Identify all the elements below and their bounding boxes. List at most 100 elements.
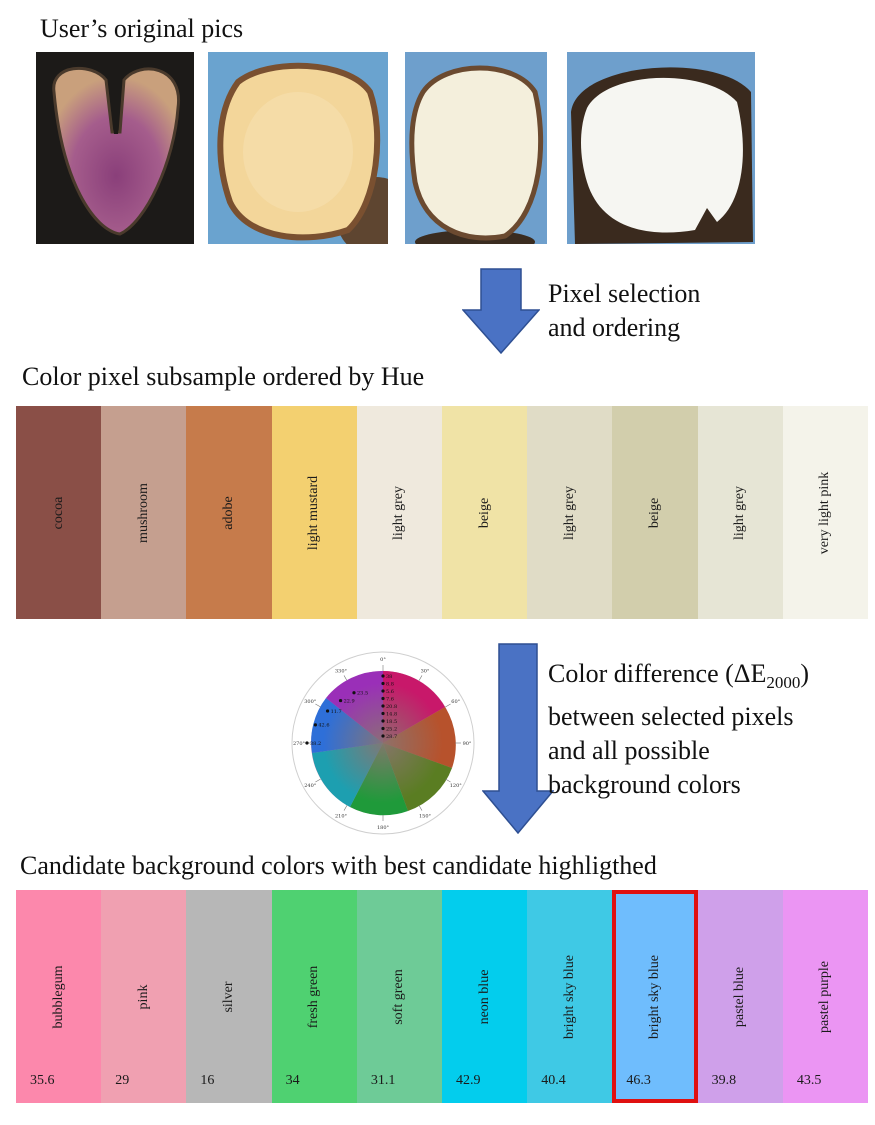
wheel-point-value: 42.6 <box>318 723 329 729</box>
subsample-swatch: light grey <box>527 406 613 619</box>
subsample-swatch: adobe <box>186 406 272 619</box>
wheel-angle-label: 180° <box>377 825 390 831</box>
wheel-point <box>381 674 385 678</box>
difference-step-line3: and all possible <box>548 736 710 766</box>
wheel-point-value: 28.7 <box>386 734 397 740</box>
swatch-label: fresh green <box>306 965 322 1028</box>
swatch-score: 29 <box>115 1073 130 1088</box>
wheel-angle-label: 30° <box>421 668 430 674</box>
original-pics-heading: User’s original pics <box>40 14 244 43</box>
wheel-point <box>338 698 343 703</box>
swatch-label: light mustard <box>306 475 322 550</box>
down-arrow-difference <box>482 643 554 834</box>
wheel-point-value: 38.2 <box>310 741 321 747</box>
swatch-score: 35.6 <box>30 1073 55 1088</box>
wheel-point-value: 18.5 <box>386 719 397 725</box>
subsample-swatch: beige <box>442 406 528 619</box>
wheel-angle-label: 240° <box>304 783 317 789</box>
wheel-point <box>325 709 330 713</box>
candidate-swatch: silver 16 <box>186 890 272 1103</box>
wheel-point-value: 25.2 <box>386 726 397 732</box>
swatch-label: bright sky blue <box>561 954 577 1039</box>
wheel-angle-label: 210° <box>335 814 348 820</box>
wheel-tick <box>343 675 348 681</box>
swatch-score: 31.1 <box>370 1073 396 1088</box>
swatch-score: 43.5 <box>796 1073 822 1088</box>
photo-white-tuber <box>567 52 755 244</box>
swatch-label: light grey <box>391 485 407 540</box>
swatch-score: 16 <box>200 1073 215 1088</box>
wheel-point <box>381 704 385 708</box>
subsample-swatch-strip: cocoa mushroom adobe light mustard light gre… <box>16 406 869 619</box>
wheel-point-value: 11.7 <box>331 709 342 715</box>
selection-step-line1: Pixel selection <box>548 279 701 308</box>
hue-wheel-diagram: 0°30°60°90°120°150°180°210°240°270°300°3… <box>291 651 475 835</box>
wheel-point <box>352 691 356 695</box>
subsample-heading: Color pixel subsample ordered by Hue <box>22 362 425 391</box>
subsample-swatch: light mustard <box>271 406 357 619</box>
wheel-angle-label: 90° <box>463 741 472 747</box>
subsample-swatch: light grey <box>356 406 443 619</box>
photo-purple-tuber <box>36 52 194 244</box>
photo-cream-tuber <box>405 52 547 244</box>
difference-step-line4: background colors <box>548 770 741 800</box>
wheel-tick <box>445 778 451 783</box>
swatch-label: pink <box>135 984 151 1009</box>
candidate-swatch: bright sky blue 40.4 <box>527 890 613 1103</box>
difference-line1-subscript: 2000 <box>766 673 801 693</box>
swatch-label: light grey <box>732 485 748 540</box>
wheel-point-value: 5.6 <box>386 689 394 695</box>
wheel-point <box>381 726 385 731</box>
candidate-swatch: fresh green 34 <box>271 890 357 1103</box>
swatch-label: cocoa <box>50 496 66 529</box>
swatch-label: neon blue <box>476 969 492 1024</box>
wheel-point <box>305 741 309 745</box>
wheel-point-value: 22.9 <box>344 698 355 704</box>
swatch-label: silver <box>221 980 236 1013</box>
wheel-angle-label: 300° <box>304 699 317 705</box>
candidates-heading: Candidate background colors with best ca… <box>20 851 657 880</box>
difference-step-line2: between selected pixels <box>548 702 794 732</box>
selection-step-text: Pixel selection and ordering <box>548 277 700 345</box>
difference-step-line1: Color difference (ΔE2000) <box>548 657 809 700</box>
subsample-swatch: mushroom <box>101 406 187 619</box>
wheel-tick <box>315 778 321 783</box>
wheel-point-value: 20.8 <box>386 704 397 710</box>
subsample-swatch: very light pink <box>782 406 869 619</box>
swatch-label: soft green <box>391 968 407 1025</box>
swatch-label: very light pink <box>817 471 833 554</box>
subsample-swatch: beige <box>612 406 698 619</box>
wheel-point-value: 7.6 <box>386 696 394 702</box>
swatch-score: 40.4 <box>541 1073 566 1088</box>
wheel-angle-label: 60° <box>451 699 460 705</box>
wheel-point <box>313 723 317 727</box>
swatch-label: light grey <box>561 485 577 540</box>
swatch-label: mushroom <box>135 482 151 543</box>
candidate-swatch: neon blue 42.9 <box>442 890 528 1103</box>
selection-step-line2: and ordering <box>548 313 681 342</box>
difference-line1-prefix: Color difference (ΔE <box>548 659 767 688</box>
wheel-tick <box>315 703 321 708</box>
wheel-angle-label: 330° <box>335 668 348 674</box>
swatch-label: bright sky blue <box>647 954 663 1039</box>
original-photos <box>0 52 875 247</box>
swatch-score: 34 <box>285 1073 300 1088</box>
wheel-tick <box>418 805 423 811</box>
wheel-angle-label: 150° <box>419 814 432 820</box>
swatch-label: beige <box>476 497 492 528</box>
swatch-score: 39.8 <box>711 1073 737 1088</box>
wheel-tick <box>418 675 423 681</box>
swatch-score: 42.9 <box>456 1073 481 1088</box>
wheel-angle-label: 120° <box>450 783 463 789</box>
candidate-swatch: pastel blue 39.8 <box>697 890 783 1103</box>
wheel-point <box>381 696 385 701</box>
wheel-tick <box>343 805 348 811</box>
difference-line1-suffix: ) <box>800 659 810 688</box>
swatch-label: pastel blue <box>732 966 748 1027</box>
wheel-point <box>381 711 385 716</box>
wheel-point <box>381 681 385 686</box>
